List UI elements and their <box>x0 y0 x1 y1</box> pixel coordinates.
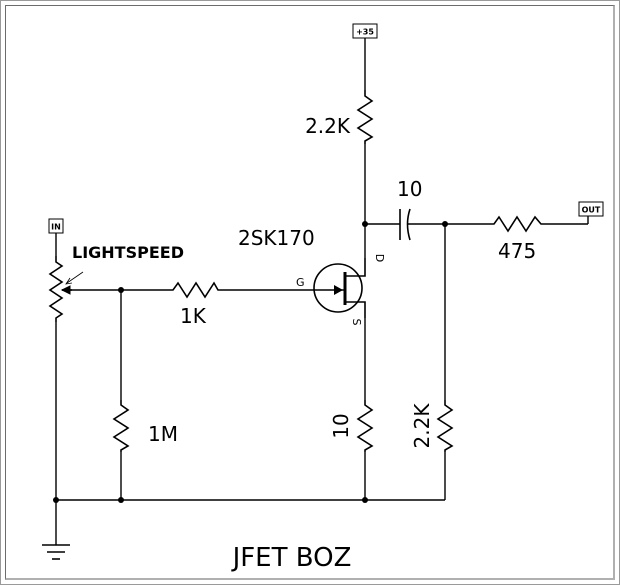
schematic-title: JFET BOZ <box>231 543 352 573</box>
jfet-transistor <box>313 258 366 318</box>
label-r-gate: 1K <box>180 304 207 328</box>
resistor-load <box>436 400 454 452</box>
port-supply-label: +35 <box>356 28 374 37</box>
label-c-out: 10 <box>397 177 422 201</box>
junction-dots <box>53 221 448 503</box>
wires <box>55 38 588 545</box>
potentiometer <box>48 256 84 322</box>
resistor-drain <box>356 90 374 144</box>
resistor-output <box>490 215 545 233</box>
junction-ground-source <box>362 497 368 503</box>
junction-drain <box>362 221 368 227</box>
port-output-label: OUT <box>582 206 601 215</box>
junction-ground-left <box>53 497 59 503</box>
port-supply: +35 <box>352 23 378 39</box>
ground-icon <box>42 544 70 560</box>
label-r-bias: 1M <box>148 422 178 446</box>
schematic-border <box>5 5 615 580</box>
junction-ground-bias <box>118 497 124 503</box>
pin-drain: D <box>373 254 386 262</box>
junction-output <box>442 221 448 227</box>
label-pot: LIGHTSPEED <box>72 243 184 262</box>
label-r-load: 2.2K <box>410 403 434 449</box>
lightspeed-pointer-icon <box>66 271 84 284</box>
label-jfet: 2SK170 <box>238 226 315 250</box>
port-output: OUT <box>578 201 604 224</box>
resistor-gate <box>168 281 220 299</box>
resistor-source <box>356 400 374 452</box>
label-r-drain: 2.2K <box>305 114 351 138</box>
junction-wiper <box>118 287 124 293</box>
capacitor-output <box>399 208 411 241</box>
resistor-bias <box>112 400 130 452</box>
port-input: IN <box>48 218 64 234</box>
label-r-out: 475 <box>498 239 536 263</box>
pin-source: S <box>350 319 363 326</box>
pin-gate: G <box>296 276 305 289</box>
port-input-label: IN <box>51 223 61 232</box>
label-r-source: 10 <box>329 413 353 438</box>
